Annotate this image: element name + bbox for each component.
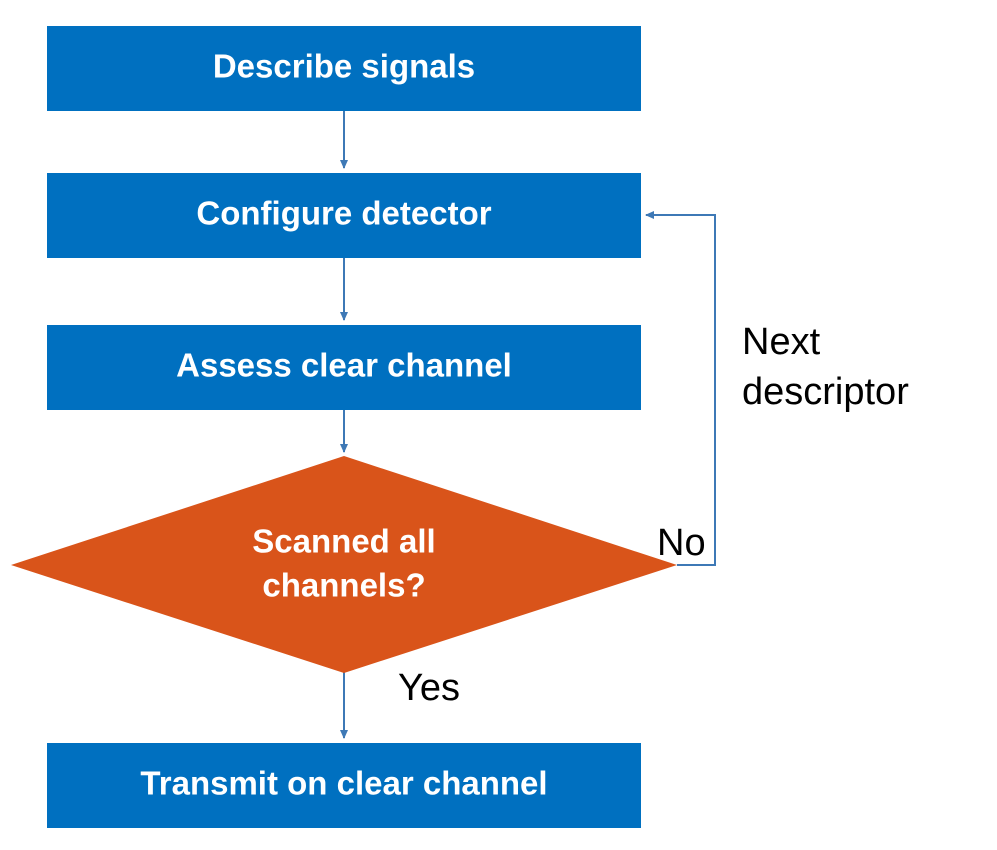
step-box-configure-detector — [47, 173, 641, 258]
edge-label-yes: Yes — [398, 667, 460, 709]
decision-label-line-2: channels? — [262, 567, 425, 604]
step-label-transmit-on-clear-channel: Transmit on clear channel — [140, 765, 547, 802]
step-box-assess-clear-channel — [47, 325, 641, 410]
edge-label-no: No — [657, 522, 706, 564]
loop-note-line-1: Next — [742, 321, 821, 363]
decision-label-line-1: Scanned all — [252, 523, 435, 560]
step-box-transmit-on-clear-channel — [47, 743, 641, 828]
step-box-describe-signals — [47, 26, 641, 111]
step-label-configure-detector: Configure detector — [196, 195, 491, 232]
step-label-assess-clear-channel: Assess clear channel — [176, 347, 512, 384]
loop-note-line-2: descriptor — [742, 371, 909, 413]
decision-diamond-scanned-all-channels — [11, 456, 677, 673]
arrow-decision-no-loop — [645, 211, 716, 566]
step-label-describe-signals: Describe signals — [213, 48, 475, 85]
